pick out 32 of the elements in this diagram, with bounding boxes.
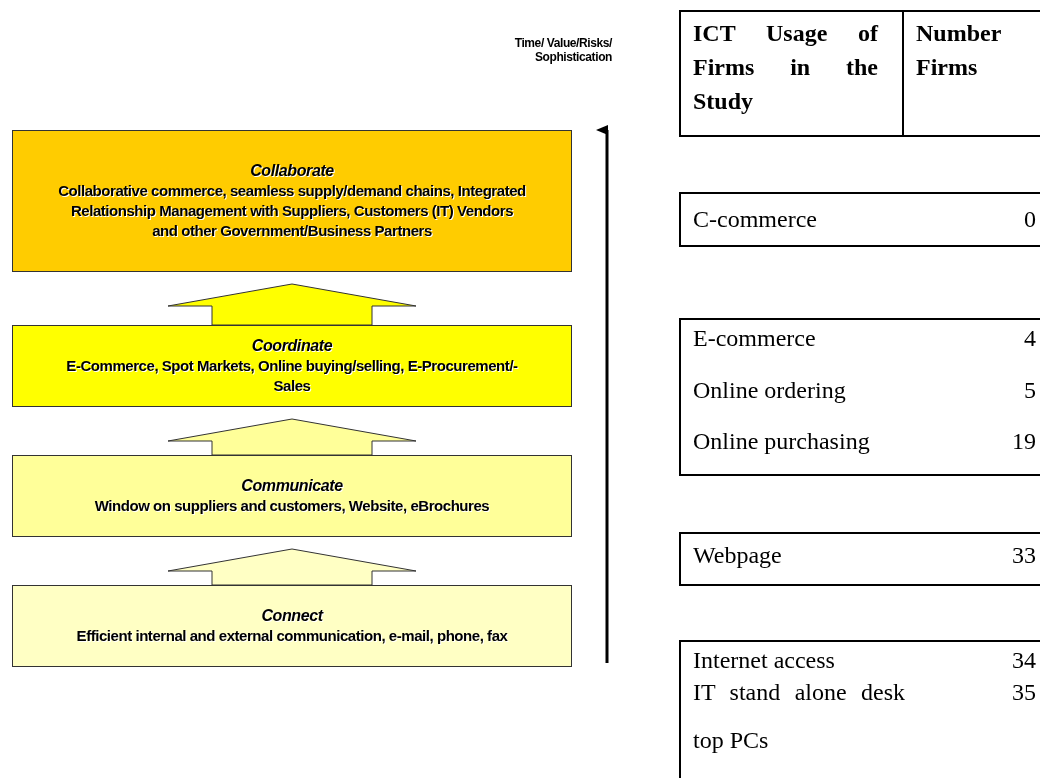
stage-box bbox=[12, 325, 572, 407]
row-label: E-commerce bbox=[693, 324, 817, 353]
column-header: ICT Usage of Firms in the Study bbox=[693, 19, 878, 116]
block-arrow bbox=[167, 283, 417, 326]
stage-description: Window on suppliers and customers, Website, eBrochures bbox=[94, 496, 490, 516]
stage-title: Communicate bbox=[241, 476, 343, 496]
stage-box bbox=[12, 130, 572, 272]
axis-label: Time/ Value/Risks/ Sophistication bbox=[513, 36, 612, 64]
stage-title: Coordinate bbox=[251, 336, 333, 356]
cell-value: 33 bbox=[1011, 541, 1036, 570]
stage-title: Collaborate bbox=[250, 161, 334, 181]
stage-description: Efficient internal and external communication, e-mail, phone, fax bbox=[76, 626, 508, 646]
row-label: Internet access bbox=[693, 646, 836, 675]
row-label: Online ordering bbox=[693, 376, 847, 405]
block-arrow bbox=[167, 548, 417, 586]
row-label: Webpage bbox=[693, 541, 783, 570]
cell-value: 4 bbox=[1023, 324, 1036, 353]
cell-value: 35 bbox=[1011, 678, 1036, 707]
row-label: Online purchasing bbox=[693, 427, 871, 456]
column-header: Number Firms bbox=[916, 19, 1002, 82]
cell-value: 34 bbox=[1011, 646, 1036, 675]
stage-box bbox=[12, 585, 572, 667]
row-label: IT stand alone desk top PCs bbox=[693, 678, 905, 755]
row-label: C-commerce bbox=[693, 205, 818, 234]
stage-title: Connect bbox=[261, 606, 323, 626]
cell-value: 0 bbox=[1023, 205, 1036, 234]
cell-value: 19 bbox=[1011, 427, 1036, 456]
cell-value: 5 bbox=[1023, 376, 1036, 405]
block-arrow bbox=[167, 418, 417, 456]
stage-description: E-Commerce, Spot Markets, Online buying/selling, E-Procurement/-Sales bbox=[65, 356, 519, 396]
stage-box bbox=[12, 455, 572, 537]
stage-description: Collaborative commerce, seamless supply/demand chains, Integrated Relationship Management with Suppliers, Customers (IT) Vendors and other Government/Business Partners bbox=[57, 181, 527, 241]
